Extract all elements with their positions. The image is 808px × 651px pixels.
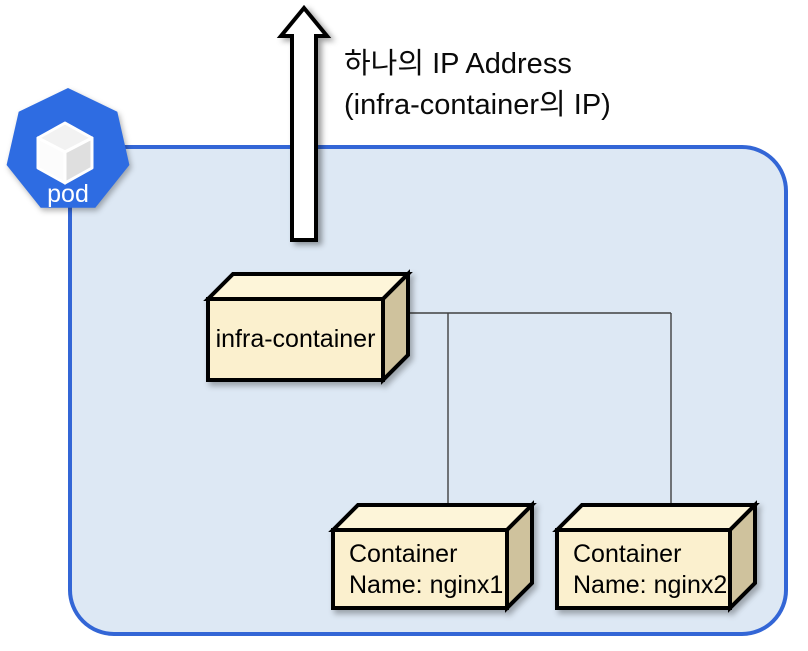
pod-icon-label: pod <box>47 180 89 208</box>
nginx1-container-box <box>328 500 537 613</box>
ip-annotation-line1: 하나의 IP Address <box>344 48 572 80</box>
nginx2-label-line2: Name: nginx2 <box>573 571 728 599</box>
cube-right-face <box>63 136 94 185</box>
nginx2-box-front-face <box>555 528 732 610</box>
nginx2-container-box <box>552 500 760 613</box>
pod-icon <box>6 88 130 208</box>
infra-container-label: infra-container <box>215 325 376 353</box>
nginx2-label: Container Name: nginx2 <box>573 539 727 601</box>
nginx2-box-top-face <box>552 503 760 532</box>
up-arrow-icon <box>276 4 332 242</box>
cube-icon <box>36 121 94 185</box>
infra-box-top-face <box>203 272 413 301</box>
infra-container-box <box>203 269 413 385</box>
nginx2-label-line1: Container <box>573 540 682 568</box>
nginx1-label-line1: Container <box>349 540 458 568</box>
ip-annotation-line2: (infra-container의 IP) <box>344 89 611 121</box>
ip-annotation: 하나의 IP Address (infra-container의 IP) <box>344 44 611 126</box>
nginx1-label-line2: Name: nginx1 <box>349 571 504 599</box>
nginx1-box-front-face <box>331 528 509 610</box>
nginx1-box-top-face <box>328 503 537 532</box>
nginx1-label: Container Name: nginx1 <box>349 539 503 601</box>
connector-lines <box>410 312 672 504</box>
infra-box-front-face <box>206 297 385 382</box>
